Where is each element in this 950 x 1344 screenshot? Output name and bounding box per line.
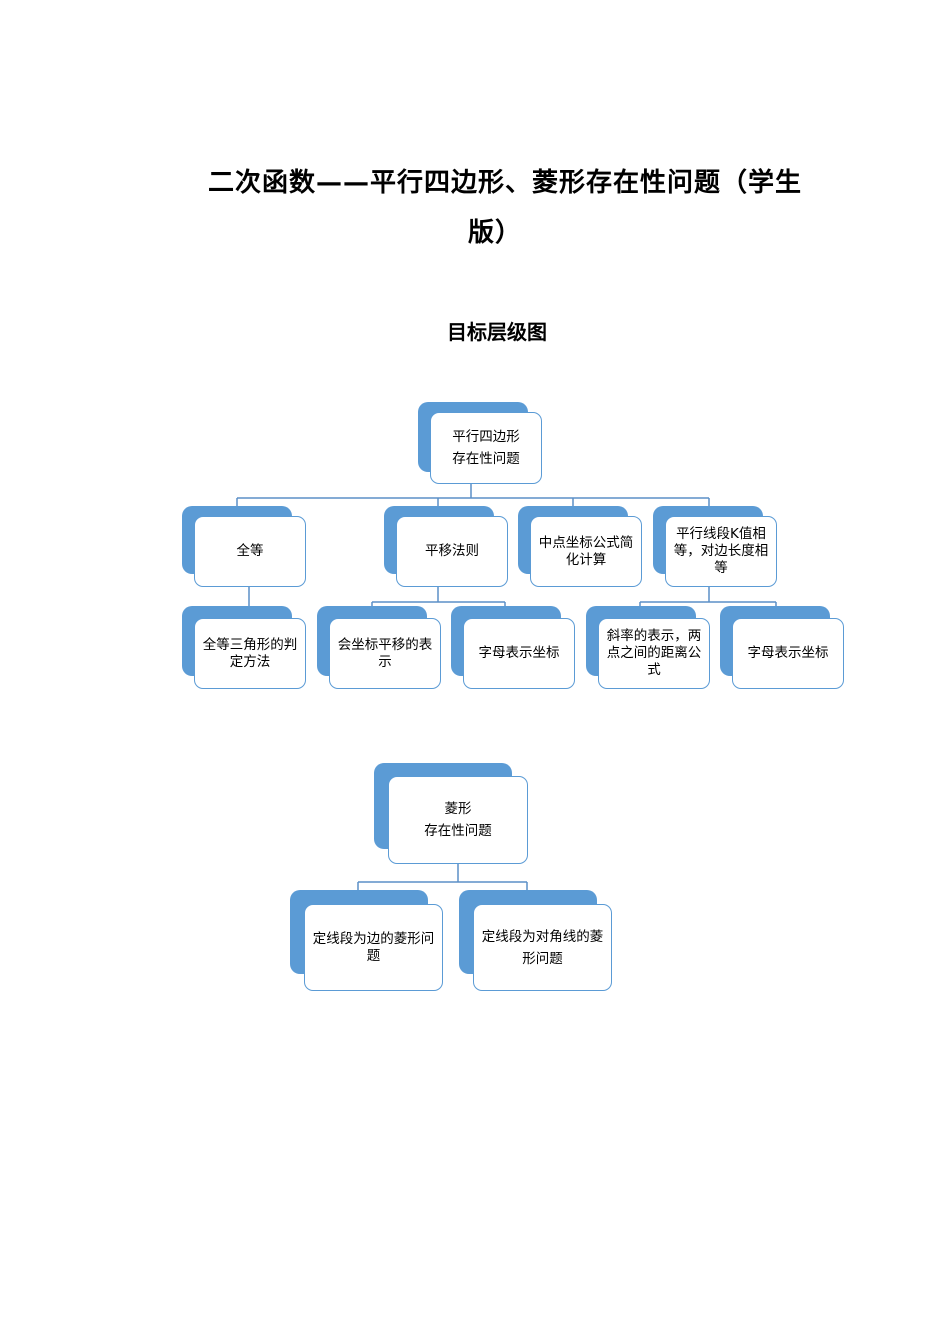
node-parallelogram-root-line1: 平行四边形 — [452, 429, 520, 445]
node-coordinate-translation: 会坐标平移的表示 — [317, 606, 441, 689]
node-rhombus-side: 定线段为边的菱形问题 — [290, 890, 443, 991]
node-pingyi: 平移法则 — [384, 506, 508, 587]
node-pingyi-label: 平移法则 — [425, 543, 479, 559]
node-letter-coordinates-2: 字母表示坐标 — [720, 606, 844, 689]
node-parallel-segment-label: 平行线段K值相等，对边长度相等 — [673, 526, 769, 576]
node-congruence-methods-label: 全等三角形的判定方法 — [202, 636, 298, 670]
node-congruence-methods: 全等三角形的判定方法 — [182, 606, 306, 689]
node-rhombus-root-line1: 菱形 — [444, 801, 472, 817]
node-coordinate-translation-label: 会坐标平移的表示 — [337, 636, 433, 670]
node-midpoint-label: 中点坐标公式简化计算 — [538, 534, 634, 568]
node-rhombus-root-line2: 存在性问题 — [424, 823, 492, 839]
node-slope-distance-label: 斜率的表示，两点之间的距离公式 — [606, 628, 702, 678]
node-quandeng: 全等 — [182, 506, 306, 587]
node-letter-coordinates-1: 字母表示坐标 — [451, 606, 575, 689]
node-rhombus-root: 菱形 存在性问题 — [374, 763, 528, 864]
node-letter-coordinates-1-label: 字母表示坐标 — [478, 645, 560, 661]
node-slope-distance: 斜率的表示，两点之间的距离公式 — [586, 606, 710, 689]
node-rhombus-diagonal: 定线段为对角线的菱形问题 — [459, 890, 612, 991]
node-parallel-segment: 平行线段K值相等，对边长度相等 — [653, 506, 777, 587]
node-rhombus-side-label: 定线段为边的菱形问题 — [312, 930, 435, 964]
document-title-line-1: 二次函数——平行四边形、菱形存在性问题（学生 — [207, 168, 802, 198]
node-quandeng-label: 全等 — [236, 543, 264, 559]
node-parallelogram-root: 平行四边形 存在性问题 — [418, 402, 542, 484]
document-title-line-2: 版） — [467, 218, 522, 248]
node-midpoint: 中点坐标公式简化计算 — [518, 506, 642, 587]
diagram-heading: 目标层级图 — [447, 320, 547, 344]
node-parallelogram-root-line2: 存在性问题 — [452, 451, 520, 467]
node-letter-coordinates-2-label: 字母表示坐标 — [747, 645, 829, 661]
node-rhombus-diagonal-label: 定线段为对角线的菱形问题 — [481, 928, 604, 967]
